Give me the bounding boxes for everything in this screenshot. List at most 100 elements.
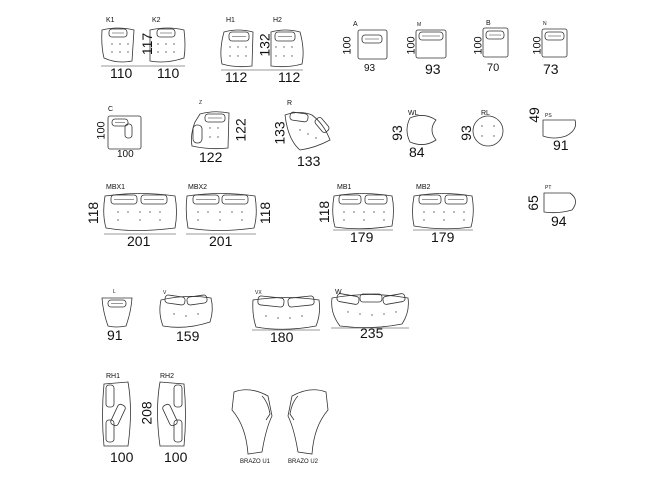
module-outline-z-tuft: [217, 127, 219, 129]
module-outline-mb1-tuft: [343, 219, 345, 221]
module-outline-k2-tuft: [157, 51, 159, 53]
module-code-brazo-u1: BRAZO U1: [240, 459, 271, 465]
module-code-v: V: [163, 290, 167, 296]
module-outline-h1-tuft: [237, 55, 239, 57]
module-outline-vx-tuft: [289, 317, 291, 319]
module-outline-mb2-tuft: [463, 211, 465, 213]
module-outline-v: [159, 296, 213, 328]
module-code-a: A: [353, 21, 358, 28]
module-outline-k2-tuft: [173, 51, 175, 53]
module-width-b: 70: [487, 62, 500, 74]
module-outline-mb2: [412, 193, 474, 230]
module-pillow-rh2-2: [162, 403, 178, 427]
module-outline-mbx2-tuft: [219, 219, 221, 221]
module-outline-mb2-tuft: [423, 211, 425, 213]
module-depth-r: 133: [271, 121, 288, 145]
module-outline-h1-tuft: [229, 46, 231, 48]
module-outline-k1-tuft: [119, 43, 121, 45]
module-outline-mbx1: [103, 193, 177, 231]
module-width-wl: 84: [409, 144, 425, 160]
module-pillow-rh1: [105, 384, 115, 408]
module-outline-mbx1-tuft: [127, 211, 129, 213]
module-outline-h1-tuft: [229, 55, 231, 57]
module-pillow-w-2: [359, 293, 383, 303]
module-outline-rl-tuft: [493, 135, 495, 137]
module-code-rh1: RH1: [106, 373, 121, 380]
module-width-l: 91: [107, 327, 123, 343]
module-outline-w-tuft: [359, 313, 361, 315]
module-code-mb2: MB2: [416, 184, 431, 191]
module-outline-mb1-tuft: [363, 211, 365, 213]
module-outline-r-tuft: [307, 133, 309, 135]
module-code-vx: VX: [255, 290, 262, 296]
module-outline-rl-tuft: [481, 125, 483, 127]
module-depth-k1-k2: 117: [139, 32, 156, 56]
module-code-r: R: [287, 100, 293, 107]
module-outline-k1-tuft: [119, 51, 121, 53]
module-outline-n: [541, 28, 568, 58]
module-outline-k2-tuft: [157, 43, 159, 45]
module-outline-a: [357, 29, 388, 60]
module-outline-w-tuft: [395, 311, 397, 313]
module-outline-mb1: [332, 193, 394, 230]
module-outline-l: [101, 297, 133, 328]
module-outline-k1: [101, 27, 135, 63]
module-depth-mb1: 118: [316, 200, 333, 224]
module-width-mb1: 179: [350, 229, 374, 245]
module-depth-rl: 93: [457, 125, 474, 141]
module-depth-ps: 49: [525, 107, 542, 123]
module-pillow-m: [418, 31, 444, 41]
module-outline-v-tuft: [197, 313, 199, 315]
module-outline-mb1-tuft: [343, 211, 345, 213]
module-outline-vx: [252, 297, 320, 330]
module-pillow-rh2: [173, 384, 183, 408]
module-outline-k1-tuft: [127, 43, 129, 45]
module-pillow-r-2: [314, 117, 330, 133]
module-outline-r-tuft: [315, 137, 317, 139]
module-code-brazo-u2: BRAZO U2: [288, 459, 319, 465]
module-depth-mbx1: 118: [85, 201, 102, 225]
module-outline-rh1: [102, 381, 131, 447]
module-outline-mbx2-tuft: [219, 211, 221, 213]
module-width-c: 100: [117, 149, 134, 160]
module-pillow-mb2: [418, 194, 442, 205]
module-outline-mb1-tuft: [383, 211, 385, 213]
module-width-mbx2: 201: [209, 233, 233, 249]
module-code-w: W: [335, 289, 342, 296]
module-width-m: 93: [425, 61, 441, 77]
module-outline-r: [284, 112, 331, 151]
module-code-mbx2: MBX2: [188, 184, 208, 191]
module-outline-b: [482, 27, 509, 58]
module-code-mbx1: MBX1: [106, 184, 126, 191]
module-width-r: 133: [297, 153, 321, 169]
module-pillow-h1: [228, 31, 250, 42]
module-outline-mb1-tuft: [373, 211, 375, 213]
module-outline-vx-tuft: [265, 315, 267, 317]
module-outline-mb2-tuft: [443, 211, 445, 213]
module-depth-h1-h2: 132: [256, 33, 273, 57]
module-outline-h1-tuft: [237, 46, 239, 48]
module-outline-rl-tuft: [493, 125, 495, 127]
module-outline-z-tuft: [209, 136, 211, 138]
module-outline-v-tuft: [173, 313, 175, 315]
module-pillow-c: [111, 118, 129, 127]
module-outline-mbx1-tuft: [159, 219, 161, 221]
module-pillow-mbx1: [110, 194, 138, 205]
module-outline-rh2: [157, 381, 186, 447]
module-outline-h1: [220, 29, 254, 68]
module-code-rl: RL: [481, 110, 490, 117]
module-outline-h2-tuft: [275, 55, 277, 57]
module-outline-mbx2: [185, 193, 257, 231]
module-outline-vx-tuft: [301, 315, 303, 317]
module-pillow-mbx1-2: [140, 194, 168, 205]
module-depth-z: 122: [232, 118, 249, 142]
module-outline-mb2-tuft: [453, 211, 455, 213]
module-outline-k2-tuft: [165, 51, 167, 53]
module-outline-mb2-tuft: [443, 219, 445, 221]
module-outline-brazo-u1: [231, 389, 273, 455]
module-outline-w-tuft: [383, 313, 385, 315]
module-width-a: 93: [364, 63, 376, 74]
module-outline-k1-tuft: [111, 43, 113, 45]
module-width-ps: 91: [553, 137, 569, 153]
module-depth-b: 100: [472, 36, 485, 55]
